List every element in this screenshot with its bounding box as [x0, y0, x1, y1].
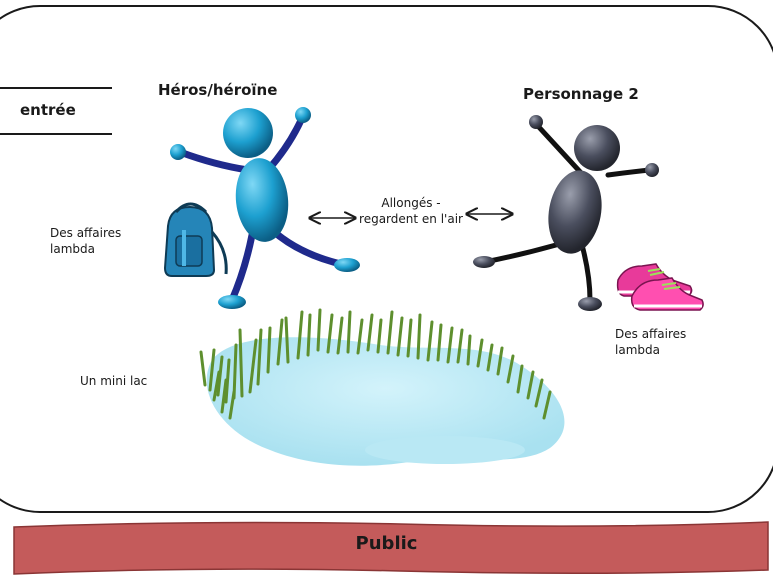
hero-figure [170, 107, 360, 309]
items-left-line1: Des affaires [50, 226, 122, 240]
items-right-label: Des affaires lambda [615, 326, 686, 358]
lake-reeds [199, 308, 552, 420]
items-right-line2: lambda [615, 343, 660, 358]
backpack-icon [163, 202, 228, 277]
entree-label: entrée [20, 101, 76, 119]
center-label-line1: Allongés - [381, 196, 441, 210]
stage-boundary [0, 5, 773, 513]
character2-label: Personnage 2 [523, 85, 639, 103]
lake-label: Un mini lac [80, 374, 148, 388]
sneakers-icon [616, 263, 704, 311]
items-right-line1: Des affaires [615, 327, 687, 341]
lake [206, 337, 565, 466]
center-label: Allongés - regardent en l'air [352, 195, 470, 227]
public-label: Public [355, 533, 418, 554]
character2-figure [473, 115, 659, 311]
public-band [13, 521, 769, 575]
entrance-lines [0, 87, 112, 135]
hero-label: Héros/héroïne [158, 81, 278, 99]
items-left-label: Des affaires lambda [50, 225, 121, 257]
center-label-line2: regardent en l'air [359, 212, 463, 227]
items-left-line2: lambda [50, 242, 95, 257]
